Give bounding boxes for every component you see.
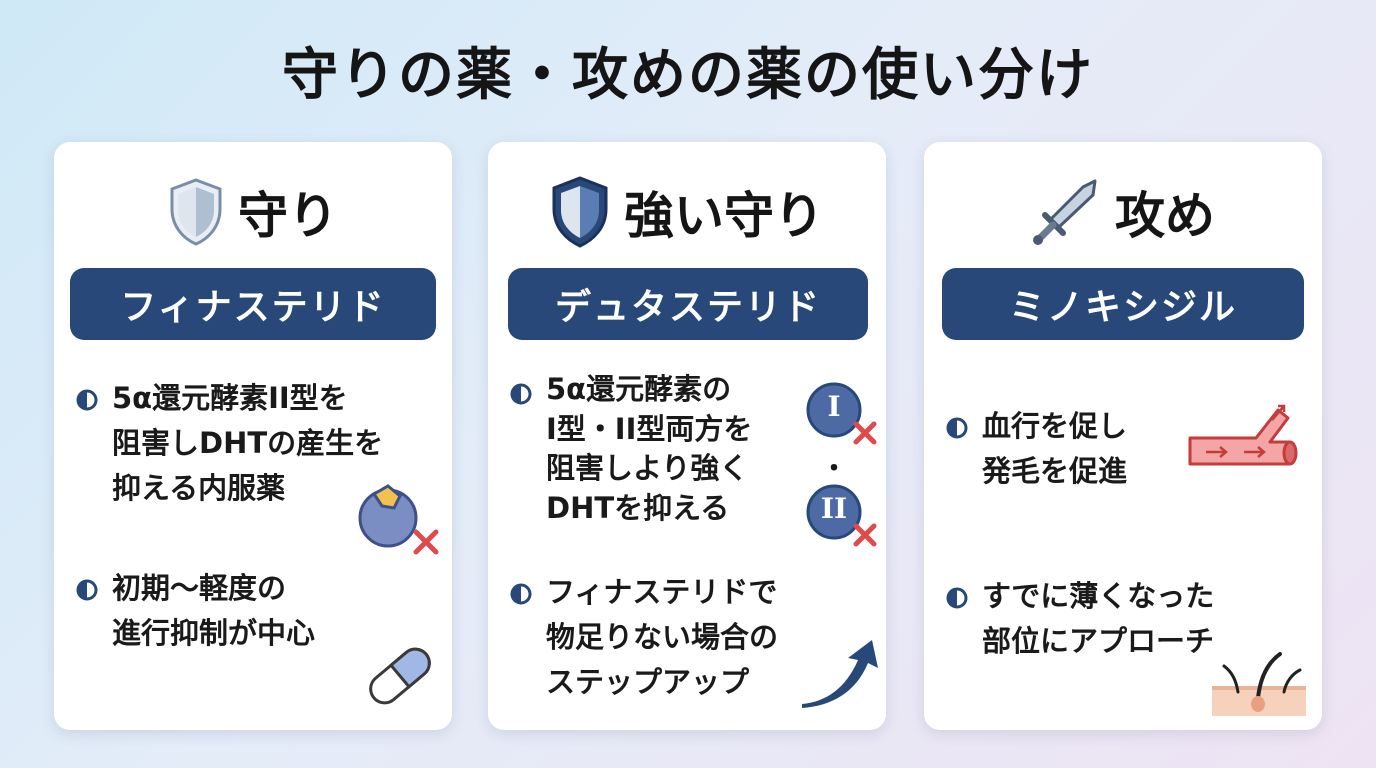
bullet-item: フィナステリドで 物足りない場合の ステップアップ — [510, 570, 778, 705]
type-one-badge — [806, 382, 877, 445]
card-title: 攻め — [1115, 187, 1215, 245]
drug-label: ミノキシジル — [942, 268, 1304, 340]
bullet-item: すでに薄くなった 部位にアプローチ — [946, 574, 1214, 664]
card-offense: 攻め ミノキシジル 血行を促し 発毛を促進 すでに薄くなった 部位にアプローチ — [924, 142, 1322, 730]
half-circle-bullet-icon — [76, 579, 98, 601]
bullet-text: 5α還元酵素II型を 阻害しDHTの産生を 抑える内服薬 — [112, 381, 384, 505]
page-title: 守りの薬・攻めの薬の使い分け — [282, 43, 1094, 108]
type-two-label: II — [820, 492, 848, 525]
sword-icon — [1033, 179, 1097, 245]
type-block-icon: I ・ II — [802, 380, 882, 556]
capsule-icon — [369, 647, 431, 705]
type-separator: ・ — [820, 454, 847, 484]
enzyme-block-icon — [358, 484, 439, 555]
bullet-item: 5α還元酵素II型を 阻害しDHTの産生を 抑える内服薬 — [76, 376, 383, 511]
type-one-label: I — [827, 390, 841, 423]
card-strong-defense: 強い守り デュタステリド 5α還元酵素の I型・II型両方を 阻害しより強く D… — [488, 142, 886, 730]
card-title: 強い守り — [624, 187, 824, 245]
card-defense: 守り フィナステリド 5α還元酵素II型を 阻害しDHTの産生を 抑える内服薬 … — [54, 142, 452, 730]
bullet-text: すでに薄くなった 部位にアプローチ — [982, 579, 1215, 658]
half-circle-bullet-icon — [946, 587, 968, 609]
drug-label: デュタステリド — [508, 268, 868, 340]
card-title: 守り — [238, 187, 338, 245]
strong-shield-icon — [552, 176, 608, 248]
half-circle-bullet-icon — [946, 417, 968, 439]
card-header: 攻め — [924, 172, 1322, 252]
half-circle-bullet-icon — [510, 383, 532, 405]
blood-vessel-icon — [1188, 404, 1298, 466]
shield-icon — [170, 178, 222, 246]
card-header: 強い守り — [488, 172, 886, 252]
bullet-item: 血行を促し 発毛を促進 — [946, 404, 1127, 494]
bullet-item: 初期〜軽度の 進行抑制が中心 — [76, 566, 315, 656]
bullet-text: 血行を促し 発毛を促進 — [982, 409, 1128, 488]
half-circle-bullet-icon — [510, 583, 532, 605]
half-circle-bullet-icon — [76, 389, 98, 411]
type-two-badge — [806, 484, 877, 547]
step-up-arrow-icon — [802, 640, 878, 708]
bullet-text: 初期〜軽度の 進行抑制が中心 — [112, 571, 316, 650]
drug-label: フィナステリド — [70, 268, 436, 340]
card-header: 守り — [54, 172, 452, 252]
bullet-item: 5α還元酵素の I型・II型両方を 阻害しより強く DHTを抑える — [510, 370, 752, 529]
hair-follicle-icon — [1212, 652, 1306, 716]
bullet-text: 5α還元酵素の I型・II型両方を 阻害しより強く DHTを抑える — [546, 372, 753, 526]
bullet-text: フィナステリドで 物足りない場合の ステップアップ — [546, 575, 779, 699]
